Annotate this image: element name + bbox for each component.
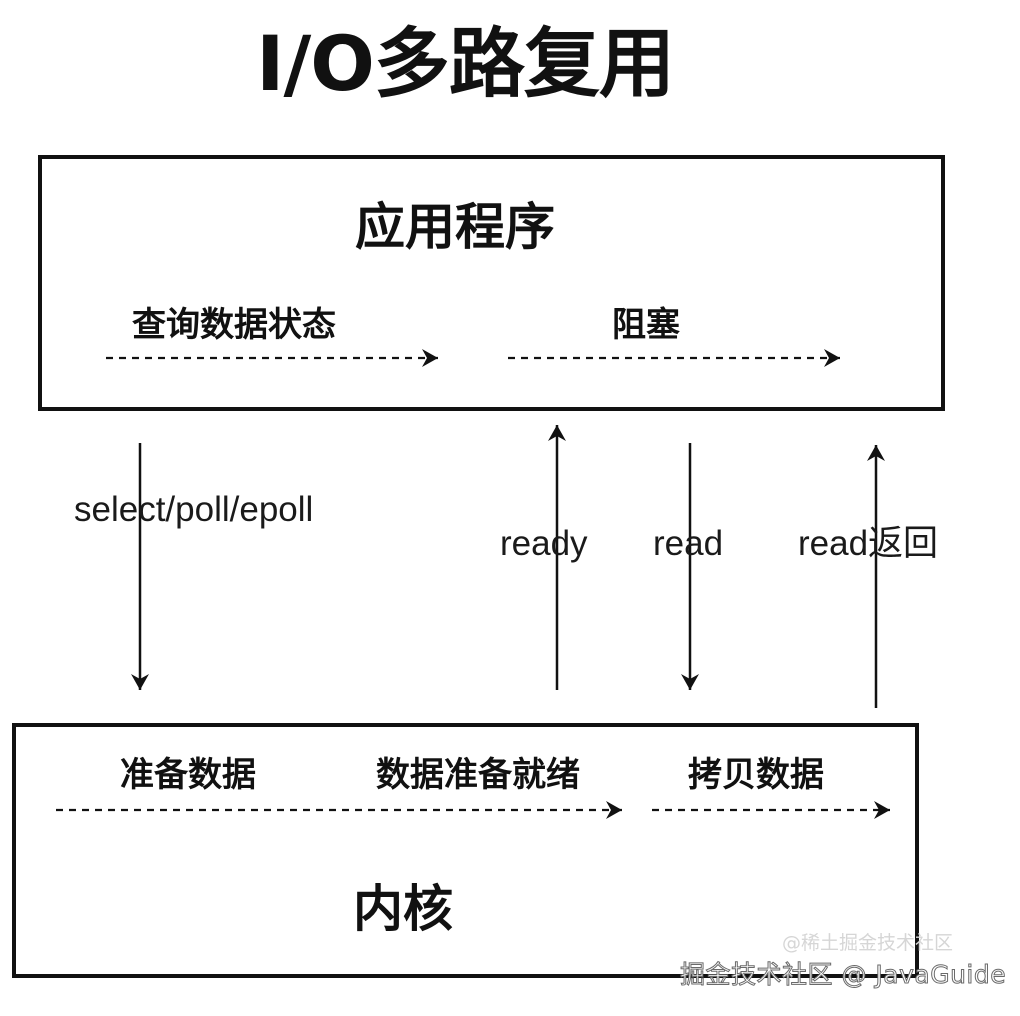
kernel-step-data-ready: 数据准备就绪 xyxy=(376,755,580,795)
application-label: 应用程序 xyxy=(355,198,555,256)
app-step-query-status: 查询数据状态 xyxy=(132,305,336,345)
diagram-title: I/O多路复用 xyxy=(256,19,675,108)
label-read: read xyxy=(653,524,724,563)
kernel-step-copy-data: 拷贝数据 xyxy=(688,755,824,795)
watermark-community: @稀土掘金技术社区 xyxy=(782,932,954,954)
kernel-step-prepare-data: 准备数据 xyxy=(120,755,256,795)
kernel-box xyxy=(12,723,919,978)
label-ready: ready xyxy=(500,524,588,563)
label-select-poll-epoll: select/poll/epoll xyxy=(74,490,314,529)
application-box xyxy=(38,155,945,411)
kernel-label: 内核 xyxy=(353,880,453,938)
label-read-return: read返回 xyxy=(798,524,939,563)
watermark-javaguide: 掘金技术社区 @ JavaGuide xyxy=(679,960,1007,989)
app-step-blocked: 阻塞 xyxy=(612,305,680,345)
